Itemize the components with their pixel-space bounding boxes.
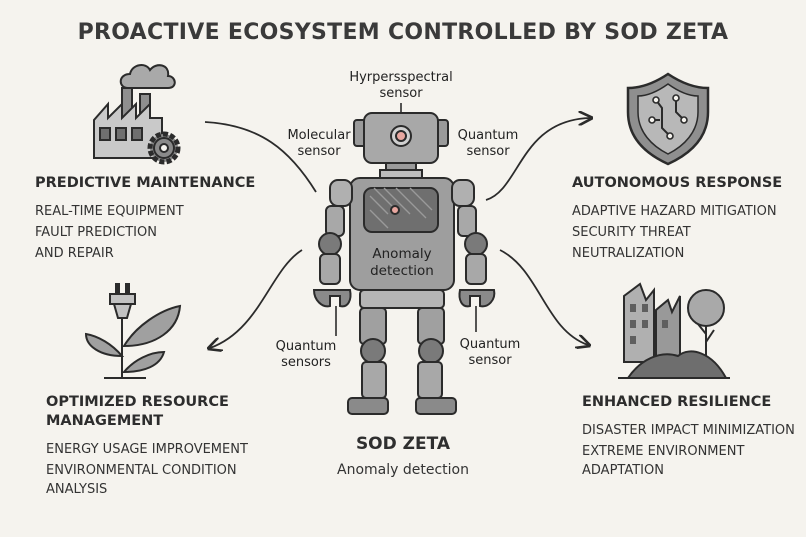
sensor-label-hyperspectral: Hyrpersspectral sensor [349, 70, 453, 101]
robot-subtitle: Anomaly detection [337, 462, 469, 478]
sensor-label-quantum-head: Quantum sensor [457, 128, 519, 159]
plug-plant-icon [84, 283, 182, 379]
arrow-to-resilience [499, 249, 588, 345]
connector-arrows [205, 118, 590, 348]
panel-item: ANALYSIS [46, 482, 108, 497]
arrow-to-autonomous [485, 118, 590, 201]
panel-item: EXTREME ENVIRONMENT [582, 444, 745, 459]
panel-item: ENVIRONMENTAL CONDITION [46, 463, 237, 478]
robot-chest-label: Anomaly detection [370, 246, 434, 279]
page-title: PROACTIVE ECOSYSTEM CONTROLLED BY SOD ZE… [77, 20, 729, 45]
panel-heading: PREDICTIVE MAINTENANCE [35, 175, 256, 191]
panel-predictive-maintenance: PREDICTIVE MAINTENANCE REAL-TIME EQUIPME… [35, 174, 275, 264]
curve-to-predictive [204, 121, 317, 193]
arrow-to-resource [210, 249, 303, 348]
panel-heading: OPTIMIZED RESOURCE MANAGEMENT [46, 394, 229, 429]
panel-item: ADAPTATION [582, 463, 664, 478]
sensor-label-quantum-right-leg: Quantum sensor [459, 337, 521, 368]
panel-optimized-resource-management: OPTIMIZED RESOURCE MANAGEMENT ENERGY USA… [46, 393, 286, 499]
panel-enhanced-resilience: ENHANCED RESILIENCE DISASTER IMPACT MINI… [582, 393, 802, 480]
robot-name: SOD ZETA [355, 434, 451, 454]
panel-heading: AUTONOMOUS RESPONSE [572, 175, 783, 191]
panel-heading: ENHANCED RESILIENCE [582, 394, 772, 410]
panel-item: REAL-TIME EQUIPMENT [35, 204, 184, 219]
panel-item: ENERGY USAGE IMPROVEMENT [46, 442, 248, 457]
shield-circuit-icon [626, 72, 710, 166]
sensor-label-quantum-left-leg: Quantum sensors [275, 339, 337, 370]
panel-item: DISASTER IMPACT MINIMIZATION [582, 423, 795, 438]
panel-item: FAULT PREDICTION [35, 225, 157, 240]
sensor-label-molecular: Molecular sensor [287, 128, 351, 159]
panel-item: ADAPTIVE HAZARD MITIGATION [572, 204, 777, 219]
ruined-building-tree-icon [618, 282, 730, 379]
sensor-leader-lines [335, 103, 477, 336]
factory-gear-icon [93, 64, 181, 165]
panel-item: AND REPAIR [35, 246, 114, 261]
panel-autonomous-response: AUTONOMOUS RESPONSE ADAPTIVE HAZARD MITI… [572, 174, 802, 264]
panel-item: SECURITY THREAT NEUTRALIZATION [572, 225, 691, 261]
robot-illustration [312, 112, 496, 415]
